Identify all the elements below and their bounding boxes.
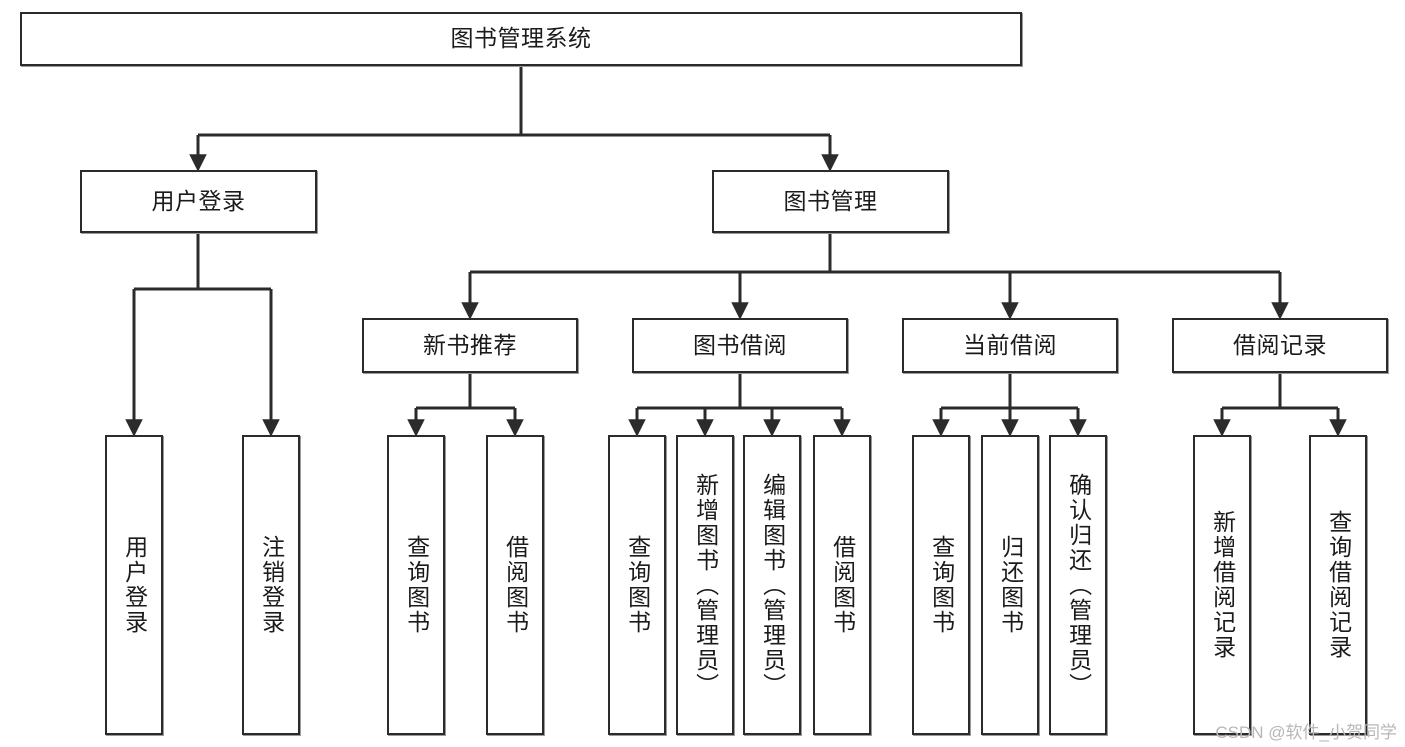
leaf-query-book-2-label: 查询图书 [624, 535, 651, 635]
leaf-user-login-label: 用户登录 [121, 535, 148, 635]
leaf-return-book-label: 归还图书 [997, 535, 1024, 635]
leaf-query-book-3[interactable]: 查询图书 [912, 435, 970, 735]
leaf-query-book-1-label: 查询图书 [403, 535, 430, 635]
node-current-borrow[interactable]: 当前借阅 [902, 318, 1118, 373]
leaf-add-record-label: 新增借阅记录 [1209, 510, 1236, 660]
leaf-borrow-book-2[interactable]: 借阅图书 [813, 435, 871, 735]
leaf-query-book-1[interactable]: 查询图书 [387, 435, 445, 735]
leaf-borrow-book-1[interactable]: 借阅图书 [486, 435, 544, 735]
leaf-borrow-book-2-label: 借阅图书 [829, 535, 856, 635]
node-book-manage[interactable]: 图书管理 [712, 170, 949, 233]
leaf-add-book[interactable]: 新增图书（管理员） [676, 435, 734, 735]
watermark: CSDN @软件_小贺同学 [1215, 723, 1397, 742]
node-borrow-record-label: 借阅记录 [1233, 331, 1327, 358]
leaf-query-record[interactable]: 查询借阅记录 [1309, 435, 1367, 735]
node-current-borrow-label: 当前借阅 [963, 331, 1057, 358]
leaf-logout-label: 注销登录 [258, 535, 285, 635]
leaf-query-book-3-label: 查询图书 [928, 535, 955, 635]
node-new-book-recommend-label: 新书推荐 [423, 331, 517, 358]
node-book-borrow[interactable]: 图书借阅 [632, 318, 848, 373]
node-new-book-recommend[interactable]: 新书推荐 [362, 318, 578, 373]
node-user-login[interactable]: 用户登录 [80, 170, 317, 233]
node-borrow-record[interactable]: 借阅记录 [1172, 318, 1388, 373]
node-book-borrow-label: 图书借阅 [693, 331, 787, 358]
leaf-confirm-return[interactable]: 确认归还（管理员） [1049, 435, 1107, 735]
leaf-edit-book[interactable]: 编辑图书（管理员） [743, 435, 801, 735]
node-root-label: 图书管理系统 [450, 25, 592, 52]
leaf-query-book-2[interactable]: 查询图书 [608, 435, 666, 735]
leaf-add-record[interactable]: 新增借阅记录 [1193, 435, 1251, 735]
node-book-manage-label: 图书管理 [783, 187, 878, 214]
leaf-return-book[interactable]: 归还图书 [981, 435, 1039, 735]
node-root[interactable]: 图书管理系统 [20, 12, 1022, 66]
leaf-query-record-label: 查询借阅记录 [1325, 510, 1352, 660]
leaf-logout[interactable]: 注销登录 [242, 435, 300, 735]
leaf-add-book-label: 新增图书（管理员） [692, 472, 719, 698]
node-user-login-label: 用户登录 [151, 187, 246, 214]
leaf-borrow-book-1-label: 借阅图书 [502, 535, 529, 635]
leaf-confirm-return-label: 确认归还（管理员） [1065, 472, 1092, 698]
leaf-user-login[interactable]: 用户登录 [105, 435, 163, 735]
leaf-edit-book-label: 编辑图书（管理员） [759, 472, 786, 698]
